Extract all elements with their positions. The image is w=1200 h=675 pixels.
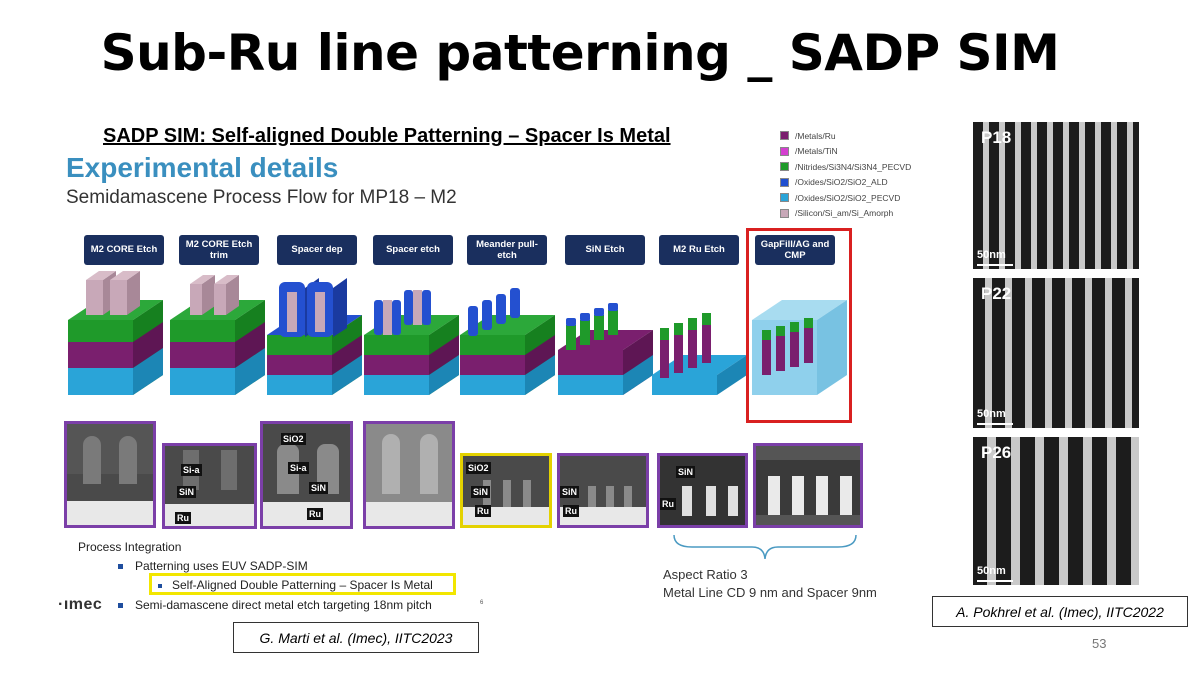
tem-label-sin: SiN: [309, 482, 329, 494]
legend-label: /Metals/Ru: [795, 130, 836, 141]
tem-label-sin: SiN: [560, 486, 580, 498]
bullet-text: Semi-damascene direct metal etch targeti…: [135, 598, 432, 612]
slide-title: Sub-Ru line patterning _ SADP SIM: [100, 24, 1060, 82]
imec-logo: ·ımec: [58, 596, 103, 613]
legend-label: /Silicon/Si_am/Si_Amorph: [795, 208, 894, 219]
tem-image-2: Si-a SiN Ru: [162, 443, 257, 529]
step-label-spacer-etch: Spacer etch: [373, 235, 453, 265]
step-label-spacer-dep: Spacer dep: [277, 235, 357, 265]
gapfill-highlight-box: [746, 228, 852, 423]
scale-bar: [977, 423, 1013, 425]
bullet-semi-damascene: Semi-damascene direct metal etch targeti…: [118, 598, 432, 612]
tem-label-sin: SiN: [676, 466, 696, 478]
experimental-details-title: Experimental details: [66, 152, 339, 183]
stack-3d-meander-pull-etch: [460, 288, 555, 395]
sem-image-p18: P18 50nm: [973, 122, 1139, 269]
legend-item-tin: /Metals/TiN: [780, 144, 911, 160]
tem-image-8: [753, 443, 863, 528]
stack-3d-m2-core-etch-trim: [170, 275, 265, 395]
step-label-m2-core-etch: M2 CORE Etch: [84, 235, 164, 265]
stack-3d-sin-etch: [558, 303, 653, 395]
tem-label-ru: Ru: [660, 498, 676, 510]
tem-image-4: [363, 421, 455, 529]
step-label-m2-core-etch-trim: M2 CORE Etch trim: [179, 235, 259, 265]
tem-label-sio2: SiO2: [281, 433, 306, 445]
citation-marti: G. Marti et al. (Imec), IITC2023: [233, 622, 479, 653]
step-label-gapfill-ag-cmp: GapFill/AG and CMP: [755, 235, 835, 265]
sem-label: P22: [981, 284, 1012, 303]
scale-bar: [977, 580, 1013, 582]
sadp-sim-subtitle: SADP SIM: Self-aligned Double Patterning…: [103, 125, 671, 147]
tem-label-si-a: Si-a: [181, 464, 202, 476]
legend-swatch: [780, 131, 789, 141]
tem-label-sin: SiN: [177, 486, 197, 498]
tem-image-1: [64, 421, 156, 528]
aspect-ratio-line: Aspect Ratio 3: [663, 567, 748, 582]
bullet-text: Self-Aligned Double Patterning – Spacer …: [172, 578, 433, 592]
legend-item-sio2-pecvd: /Oxides/SiO2/SiO2_PECVD: [780, 190, 911, 206]
stack-3d-gapfill: [752, 300, 847, 395]
citation-pokhrel: A. Pokhrel et al. (Imec), IITC2022: [932, 596, 1188, 627]
highlight-yellow-box: [149, 573, 456, 595]
legend-label: /Metals/TiN: [795, 146, 838, 157]
tem-label-si-a: Si-a: [288, 462, 309, 474]
bullet-text: Patterning uses EUV SADP-SIM: [135, 559, 308, 573]
materials-legend: /Metals/Ru /Metals/TiN /Nitrides/Si3N4/S…: [780, 128, 911, 221]
tem-image-3: SiO2 Si-a SiN Ru: [260, 421, 353, 529]
legend-label: /Oxides/SiO2/SiO2_ALD: [795, 177, 888, 188]
sem-image-p26: P26 50nm: [973, 437, 1139, 585]
legend-item-si-amorph: /Silicon/Si_am/Si_Amorph: [780, 206, 911, 222]
stack-3d-spacer-etch: [364, 290, 459, 395]
legend-item-si3n4: /Nitrides/Si3N4/Si3N4_PECVD: [780, 159, 911, 175]
step-label-sin-etch: SiN Etch: [565, 235, 645, 265]
sem-scale-label: 50nm: [977, 249, 1006, 261]
legend-swatch: [780, 146, 789, 156]
stack-3d-m2-ru-etch: [652, 313, 747, 395]
step-label-meander-pull-etch: Meander pull-etch: [467, 235, 547, 265]
metal-cd-line: Metal Line CD 9 nm and Spacer 9nm: [663, 585, 877, 600]
stack-3d-m2-core-etch: [68, 271, 163, 395]
process-integration-heading: Process Integration: [78, 540, 182, 554]
sem-label: P18: [981, 128, 1012, 147]
tem-label-ru: Ru: [307, 508, 323, 520]
legend-label: /Nitrides/Si3N4/Si3N4_PECVD: [795, 161, 912, 172]
step-label-m2-ru-etch: M2 Ru Etch: [659, 235, 739, 265]
bullet-icon: [118, 603, 123, 609]
process-flow-subtitle: Semidamascene Process Flow for MP18 – M2: [66, 187, 457, 208]
legend-item-ru: /Metals/Ru: [780, 128, 911, 144]
legend-swatch: [780, 208, 789, 218]
tem-label-ru: Ru: [175, 512, 191, 524]
stack-3d-spacer-dep: [267, 278, 362, 395]
bullet-euv-sadp: Patterning uses EUV SADP-SIM: [118, 559, 308, 573]
legend-swatch: [780, 162, 789, 172]
tem-label-ru: Ru: [563, 505, 579, 517]
sem-scale-label: 50nm: [977, 408, 1006, 420]
tem-label-ru: Ru: [475, 505, 491, 517]
tem-label-sin: SiN: [471, 486, 491, 498]
legend-label: /Oxides/SiO2/SiO2_PECVD: [795, 192, 901, 203]
page-number: 53: [1092, 636, 1107, 651]
scale-bar: [977, 264, 1013, 266]
bullet-icon: [118, 564, 123, 570]
sem-scale-label: 50nm: [977, 565, 1006, 577]
aspect-ratio-text: Aspect Ratio 3 Metal Line CD 9 nm and Sp…: [663, 566, 877, 602]
bullet-icon: [158, 583, 162, 588]
tem-image-6: SiN Ru: [557, 453, 649, 528]
curly-bracket: [673, 534, 857, 560]
sem-image-p22: P22 50nm: [973, 278, 1139, 428]
legend-swatch: [780, 177, 789, 187]
sem-label: P26: [981, 443, 1012, 462]
legend-swatch: [780, 193, 789, 203]
tem-image-5: SiO2 SiN Ru: [460, 453, 552, 528]
tem-image-7: SiN Ru: [657, 453, 748, 528]
bullet-self-aligned: Self-Aligned Double Patterning – Spacer …: [158, 578, 433, 592]
footnote-number: 6: [480, 600, 484, 606]
tem-label-sio2: SiO2: [466, 462, 491, 474]
legend-item-sio2-ald: /Oxides/SiO2/SiO2_ALD: [780, 175, 911, 191]
